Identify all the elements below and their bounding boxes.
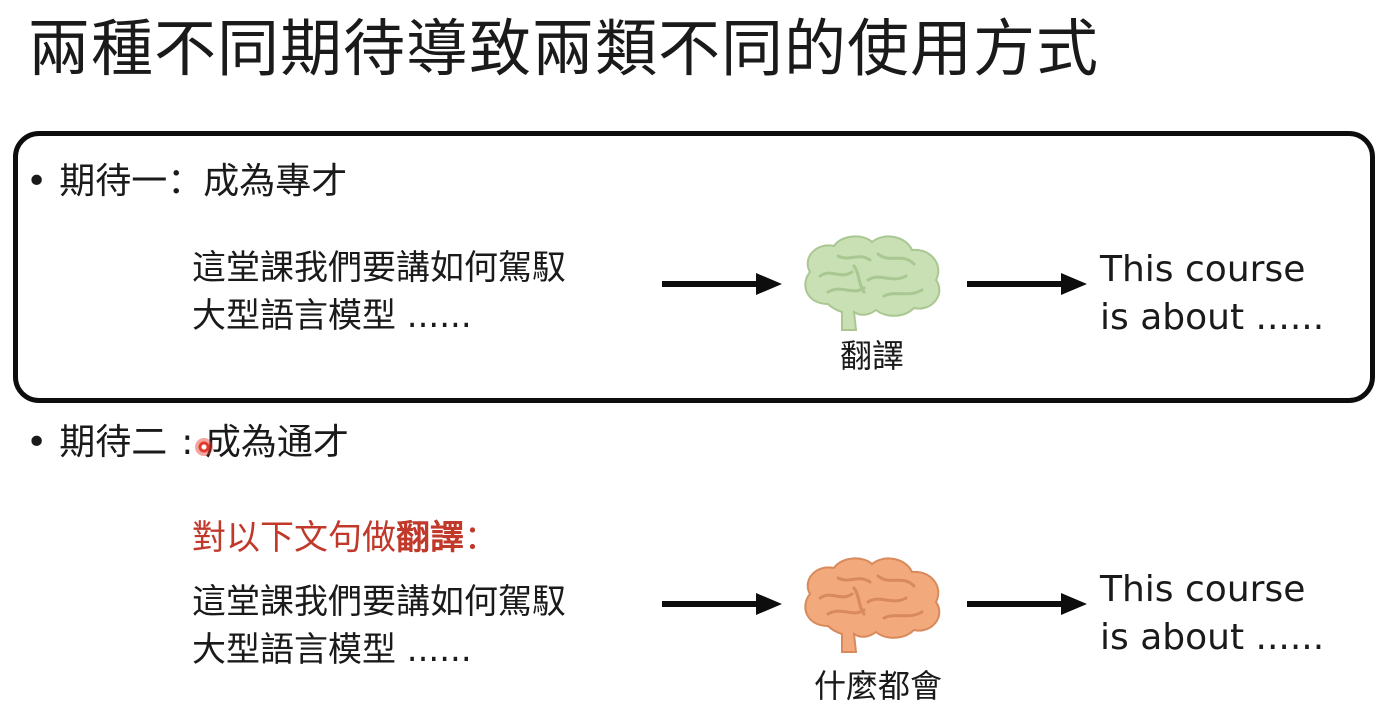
bullet-dot: • xyxy=(26,422,48,463)
specialist-output-line-1: This course xyxy=(1100,249,1306,290)
specialist-highlight-box xyxy=(13,131,1375,403)
bullet-dot: • xyxy=(26,161,48,202)
page-title: 兩種不同期待導致兩類不同的使用方式 xyxy=(28,12,1100,85)
generalist-input-line-2: 大型語言模型 ...... xyxy=(192,630,472,670)
prompt-part-2: ： xyxy=(464,518,498,558)
right-arrow-icon xyxy=(662,273,782,295)
specialist-input-line-2: 大型語言模型 ...... xyxy=(192,296,472,336)
prompt-part-1: 對以下文句做 xyxy=(192,518,396,558)
bullet-expectation-one: • 期待一：成為專才 xyxy=(26,157,347,207)
generalist-output-line-2: is about ...... xyxy=(1100,617,1325,658)
generalist-prompt-text: 對以下文句做翻譯： xyxy=(192,514,498,562)
specialist-input-text: 這堂課我們要講如何駕馭 大型語言模型 ...... xyxy=(192,244,566,340)
specialist-model-caption: 翻譯 xyxy=(839,337,904,375)
right-arrow-icon xyxy=(967,593,1087,615)
specialist-output-line-2: is about ...... xyxy=(1100,297,1325,338)
generalist-output-text: This course is about ...... xyxy=(1100,566,1324,662)
bullet-expectation-two: •期待二: 成為通才 xyxy=(26,418,349,468)
generalist-model-caption: 什麼都會 xyxy=(813,667,942,705)
generalist-input-text: 這堂課我們要講如何駕馭 大型語言模型 ...... xyxy=(192,578,566,674)
laser-pointer-icon xyxy=(195,438,213,456)
right-arrow-icon xyxy=(662,593,782,615)
brain-icon xyxy=(804,557,941,653)
prompt-bold-keyword: 翻譯 xyxy=(396,518,464,558)
expectation-two-label-part-1: 期待二 xyxy=(59,422,168,463)
brain-icon xyxy=(804,235,941,331)
generalist-input-line-1: 這堂課我們要講如何駕馭 xyxy=(192,582,566,622)
expectation-one-label: 期待一：成為專才 xyxy=(59,161,348,202)
right-arrow-icon xyxy=(967,273,1087,295)
specialist-input-line-1: 這堂課我們要講如何駕馭 xyxy=(192,248,566,288)
generalist-output-line-1: This course xyxy=(1100,569,1306,610)
specialist-output-text: This course is about ...... xyxy=(1100,246,1324,342)
